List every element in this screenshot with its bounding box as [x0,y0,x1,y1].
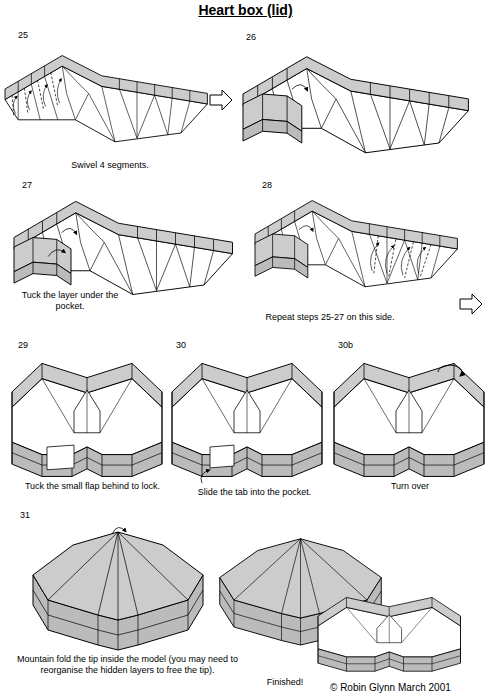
step-31 [33,527,203,650]
step-27 [14,201,233,294]
instruction: Swivel 4 segments. [40,160,180,171]
instruction: Finished! [250,677,320,688]
fold-arrow [57,78,61,103]
valley-fold [374,236,378,274]
valley-fold [405,242,414,278]
curled-wall [255,226,313,278]
swivel-lines [12,72,58,117]
instruction: Repeat steps 25-27 on this side. [250,312,410,323]
step-number: 26 [246,32,276,43]
instruction: Mountain fold the tip inside the model (… [15,654,240,676]
next-arrow [460,294,482,314]
step-number: 29 [18,340,48,351]
step-26 [243,57,468,153]
heart-box [334,363,484,476]
curled-wall [243,85,308,143]
step-number: 30 [176,340,206,351]
step-number: 30b [338,340,368,351]
step-number: 27 [22,180,52,191]
step-25 [5,56,207,142]
swivel-lines [374,236,431,278]
fold-arrow [43,85,47,107]
heart-box [172,363,322,476]
mountain-fold-arrow [112,527,126,534]
fold-arrow [385,245,394,273]
paper-strip [255,201,457,287]
fold-arrow [417,247,426,273]
heart-box [12,363,162,476]
step-30 [172,363,322,483]
valley-fold [38,80,44,110]
fold-arrow [13,96,17,114]
paper-strip [243,57,468,153]
heart-box [318,597,461,671]
fold-arrow [370,243,379,271]
valley-fold [51,72,58,106]
swivel-arrows [370,243,425,276]
finished-box [318,597,461,671]
instruction: Tuck the layer under the pocket. [10,290,130,312]
step-30b [334,363,484,476]
step-28 [255,201,457,287]
turn-over-arrow [438,365,462,376]
fold-arrow [27,91,31,110]
step-number: 31 [20,510,50,521]
swivel-arrows [13,78,61,113]
copyright-notice: © Robin Glynn March 2001 [330,682,490,694]
paper-strip [5,56,207,142]
instruction: Turn over [360,481,460,492]
next-arrow [210,90,232,110]
small-flap [47,445,74,470]
step-number: 28 [262,180,292,191]
tuck-arrow [48,250,65,257]
step-29 [12,363,162,476]
step-number: 25 [18,30,48,41]
curled-wall [14,228,77,285]
instruction: Tuck the small flap behind to lock. [10,481,175,492]
paper-strip [14,201,233,294]
tab [210,445,234,468]
slide-arrow [201,470,210,483]
valley-fold [420,245,431,277]
valley-fold [389,239,396,276]
fold-arrow [401,247,410,275]
instruction: Slide the tab into the pocket. [172,487,337,498]
heart-lid [33,532,203,650]
page-title: Heart box (lid) [0,2,491,19]
